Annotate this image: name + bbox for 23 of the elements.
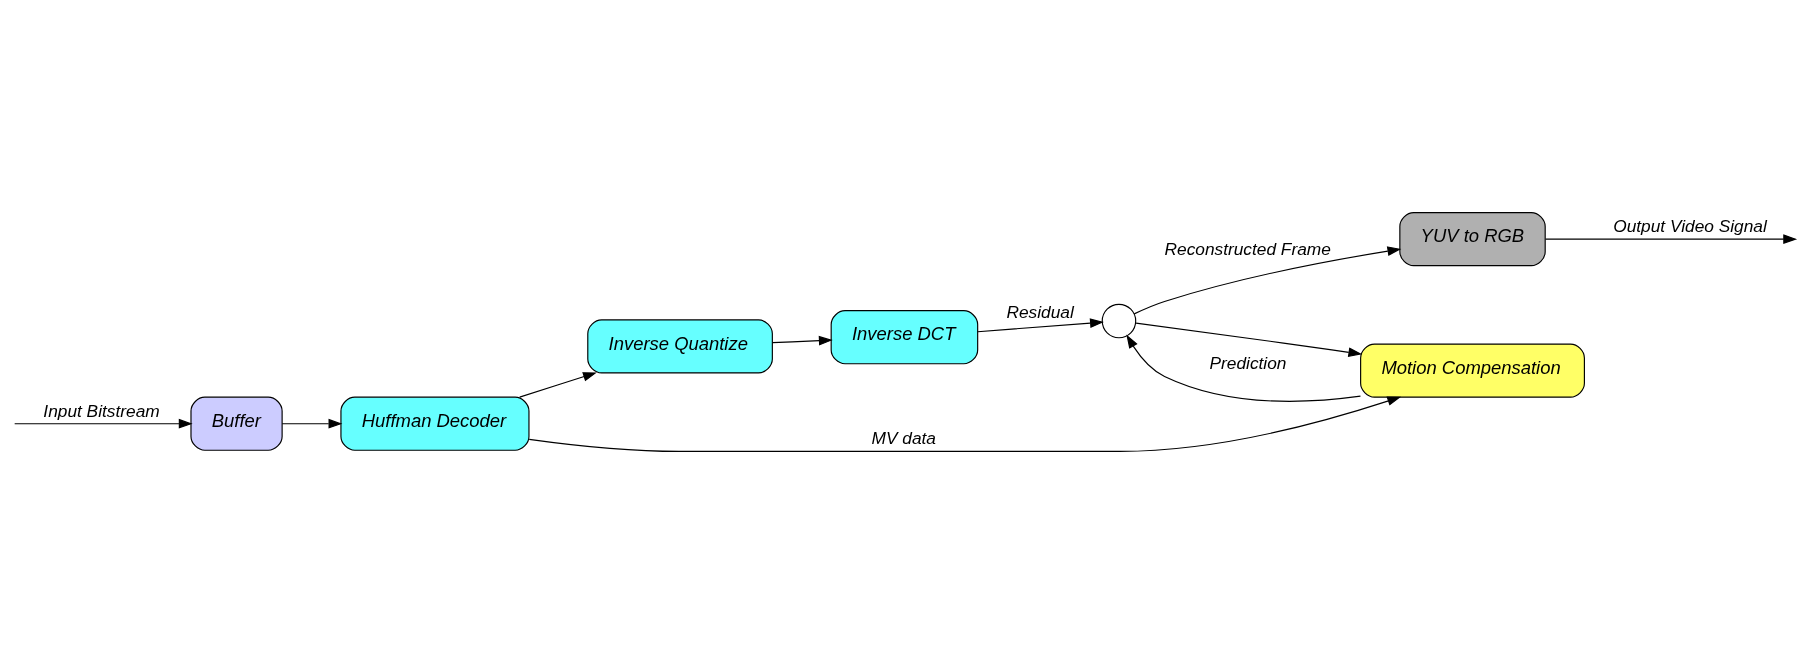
arrow — [1133, 246, 1402, 315]
node-box: Motion Compensation — [1360, 343, 1585, 398]
arrow — [1544, 234, 1798, 244]
node-circle — [1101, 303, 1137, 339]
arrow — [1135, 322, 1363, 358]
edge-label: Reconstructed Frame — [1164, 239, 1331, 260]
node-box: Inverse Quantize — [587, 319, 773, 374]
node-box: Huffman Decoder — [340, 396, 530, 451]
arrow — [14, 418, 193, 429]
edge-label: Input Bitstream — [43, 400, 160, 421]
edge-label: Output Video Signal — [1613, 216, 1767, 237]
arrow — [977, 318, 1104, 333]
node-box: Buffer — [190, 396, 283, 451]
node-box: YUV to RGB — [1399, 212, 1546, 267]
arrow — [519, 372, 597, 398]
arrow — [771, 335, 833, 346]
arrow — [528, 396, 1402, 452]
arrow — [281, 418, 343, 429]
edge-label: Prediction — [1209, 353, 1287, 374]
node-box: Inverse DCT — [830, 310, 979, 365]
edge-label: MV data — [871, 428, 936, 449]
edge-label: Residual — [1006, 301, 1074, 322]
arrow — [1126, 334, 1362, 402]
